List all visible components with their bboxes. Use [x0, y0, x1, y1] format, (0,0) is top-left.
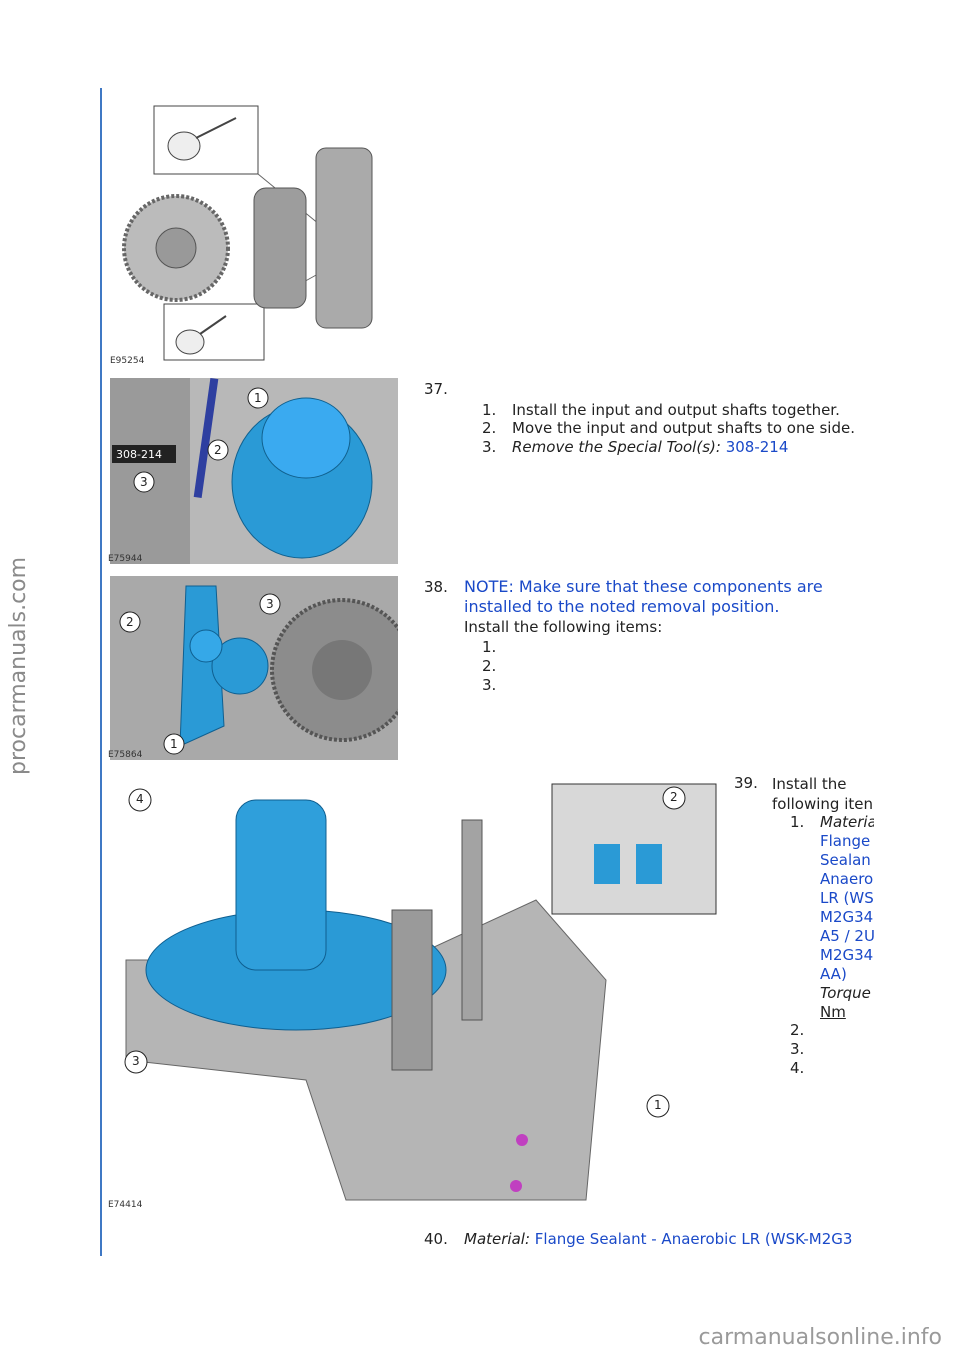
callout-1: 1	[254, 391, 262, 405]
step-40-material-label: Material:	[464, 1230, 530, 1248]
step-39-item-1-line-3[interactable]: Anaero	[820, 870, 874, 888]
step-37-item-2-text: Move the input and output shafts to one …	[512, 419, 855, 437]
callout-3: 3	[132, 1054, 140, 1068]
step-39-item-1-line-6[interactable]: A5 / 2U	[820, 927, 874, 945]
step-38-item-3: 3.	[482, 676, 497, 694]
shafts-illustration	[110, 378, 398, 564]
bottom-watermark: carmanualsonline.info	[698, 1325, 942, 1350]
step-39-item-1-line-2[interactable]: Sealan	[820, 851, 871, 869]
step-38-intro: Install the following items:	[464, 618, 663, 636]
special-tool-label: Remove the Special Tool(s):	[512, 438, 721, 456]
callout-1: 1	[170, 737, 178, 751]
step-39-item-1-line-4[interactable]: LR (WS	[820, 889, 874, 907]
step-37-item-2-number: 2.	[482, 419, 497, 437]
figure-code: E75944	[108, 554, 143, 564]
figure-e95254: E95254	[106, 98, 398, 370]
special-tool-link[interactable]: 308-214	[725, 438, 789, 456]
step-39-item-1-line-1[interactable]: Flange	[820, 832, 871, 850]
step-39-number: 39.	[734, 774, 758, 792]
callout-3: 3	[140, 475, 148, 489]
figure-e75944: 1 2 3 308-214 E75944	[106, 378, 398, 564]
figure-e75864: 3 2 1 E75864	[106, 576, 398, 760]
step-37-item-1-number: 1.	[482, 401, 497, 419]
figure-e74414: 4 2 3 1 E74414	[106, 780, 718, 1212]
step-38-item-1: 1.	[482, 638, 497, 656]
step-37-item-1-text: Install the input and output shafts toge…	[512, 401, 840, 419]
step-39-item-2: 2.	[790, 1021, 805, 1039]
step-38-number: 38.	[424, 578, 448, 596]
gears-illustration	[122, 105, 373, 361]
step-39-item-1-unit: Nm	[820, 1003, 846, 1021]
callout-4: 4	[136, 792, 144, 806]
callout-2: 2	[214, 443, 222, 457]
step-40-material-link[interactable]: Flange Sealant - Anaerobic LR (WSK-M2G3	[534, 1230, 853, 1248]
figure-code: E95254	[110, 356, 145, 366]
step-39-item-1-line-7[interactable]: M2G34	[820, 946, 874, 964]
step-39-item-1-number: 1.	[790, 813, 805, 831]
step-40-number: 40.	[424, 1230, 448, 1248]
callout-1: 1	[654, 1098, 662, 1112]
tool-label: 308-214	[116, 448, 162, 461]
step-39-item-4: 4.	[790, 1059, 805, 1077]
step-38-item-2: 2.	[482, 657, 497, 675]
step-39-item-1-line-8[interactable]: AA)	[820, 965, 847, 983]
callout-2: 2	[670, 790, 678, 804]
step-37-item-3-number: 3.	[482, 438, 497, 456]
step-39-item-1-line-5[interactable]: M2G34	[820, 908, 874, 926]
step-39-intro-line-1: Install the	[772, 775, 847, 793]
step-37-item-3: Remove the Special Tool(s): 308-214	[512, 437, 788, 457]
left-rule	[100, 88, 102, 1256]
step-39-item-1-label: Materia	[820, 813, 874, 831]
step-39-intro-line-2: following iten	[772, 795, 873, 813]
step-38-note-line-1: NOTE: Make sure that these components ar…	[464, 577, 823, 596]
components-illustration	[110, 576, 398, 760]
callout-2: 2	[126, 615, 134, 629]
step-39-item-3: 3.	[790, 1040, 805, 1058]
figure-code: E75864	[108, 750, 143, 760]
step-37-number: 37.	[424, 380, 448, 398]
differential-illustration	[124, 783, 717, 1201]
step-38-note-line-2: installed to the noted removal position.	[464, 597, 780, 616]
step-39-item-1-torque: Torque	[820, 984, 871, 1002]
figure-code: E74414	[108, 1200, 143, 1210]
step-40-line: Material: Flange Sealant - Anaerobic LR …	[464, 1229, 876, 1249]
callout-3: 3	[266, 597, 274, 611]
side-watermark: procarmanuals.com	[6, 556, 31, 775]
